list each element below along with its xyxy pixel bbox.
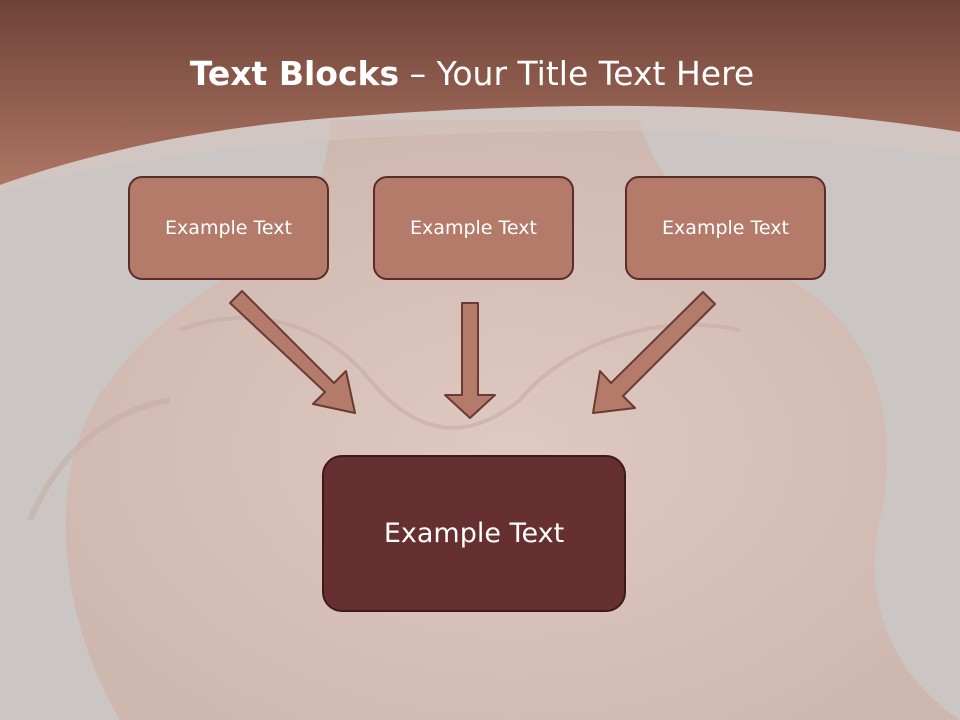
main-text-block[interactable]: Example Text <box>322 455 626 612</box>
text-block-1-label: Example Text <box>165 217 292 239</box>
text-block-3-label: Example Text <box>662 217 789 239</box>
arrow-center <box>444 302 496 419</box>
text-block-2-label: Example Text <box>410 217 537 239</box>
text-block-1[interactable]: Example Text <box>128 176 329 280</box>
arrow-left <box>229 290 356 414</box>
arrow-right <box>592 291 716 414</box>
title-bold-text: Text Blocks <box>189 54 400 93</box>
title-rest-text: – Your Title Text Here <box>399 54 755 93</box>
text-block-3[interactable]: Example Text <box>625 176 826 280</box>
text-block-2[interactable]: Example Text <box>373 176 574 280</box>
main-text-block-label: Example Text <box>383 518 565 549</box>
slide-title: Text Blocks – Your Title Text Here <box>0 52 944 96</box>
